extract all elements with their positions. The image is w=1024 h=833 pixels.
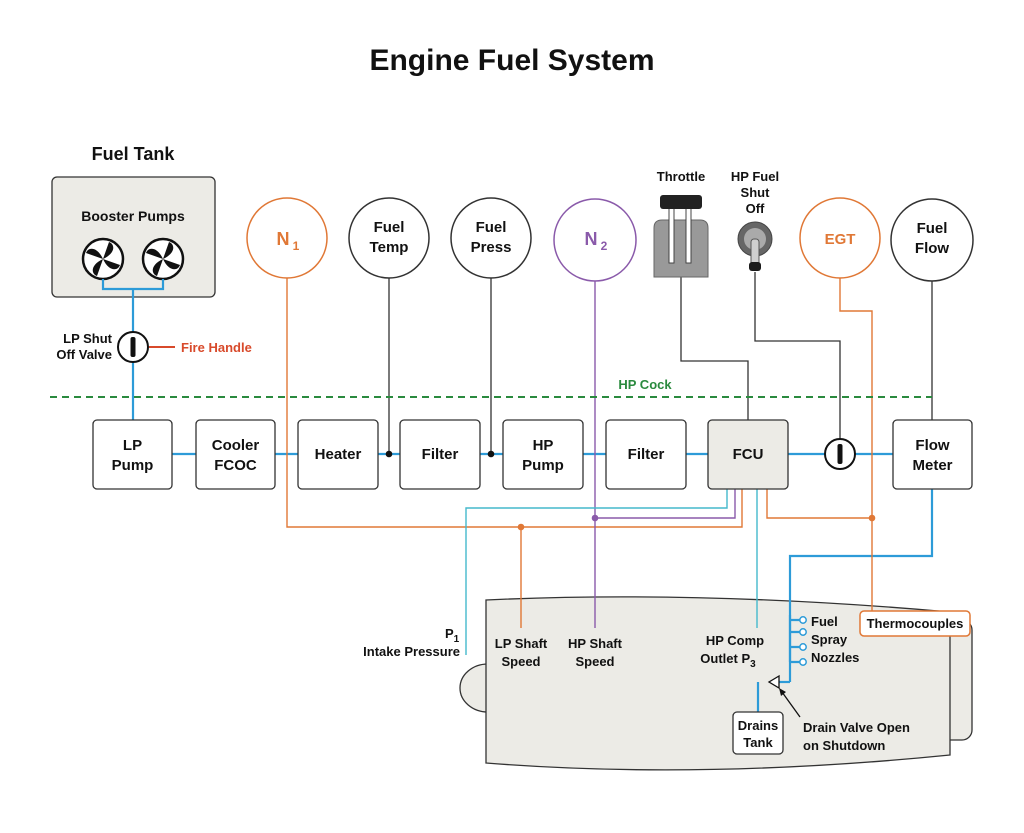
gauge-n2: N 2 [553,198,637,282]
nozzles-label-2: Spray [811,632,848,647]
thermocouples-label: Thermocouples [867,616,964,631]
drain-valve-pointer [781,691,801,718]
gauge-label: Fuel [374,219,405,236]
gauge-label: N [585,229,598,249]
lp-shutoff-label-1: LP Shut [63,331,113,346]
arrow-head-icon [779,688,786,696]
component-filter-1: Filter [399,419,481,490]
nozzle-dot [799,616,807,624]
component-label: Flow [915,437,949,454]
gauge-fuel-temp: Fuel Temp [348,197,430,279]
toggle-switch-icon [737,221,773,271]
component-label: Meter [912,457,952,474]
lp-shaft-speed-label-2: Speed [501,654,540,669]
junction-dot [385,450,393,458]
lp-shutoff-label-2: Off Valve [56,347,112,362]
hp-shutoff-label-1: HP Fuel [731,169,779,184]
nozzle-dot [799,658,807,666]
drain-valve-label-1: Drain Valve Open [803,720,910,735]
component-label: Filter [628,446,665,463]
gauge-label: EGT [825,231,856,248]
fuel-tank [51,176,216,298]
gauge-label: Flow [915,240,949,257]
booster-pump-right-icon [141,237,185,281]
gauge-label: Fuel [917,220,948,237]
nozzles-label-1: Fuel [811,614,838,629]
drain-valve-label-2: on Shutdown [803,738,885,753]
throttle-label: Throttle [657,169,705,184]
component-label: Cooler [212,437,260,454]
component-label: Heater [315,446,362,463]
component-lp-pump: LP Pump [92,419,173,490]
drains-tank-label: Tank [743,735,773,750]
throttle-icon [653,195,709,278]
nozzle-dot [799,643,807,651]
hp-shaft-speed-label-1: HP Shaft [568,636,623,651]
fire-handle-label: Fire Handle [181,340,252,355]
gauge-fuel-flow: Fuel Flow [890,198,974,282]
valve-bar [130,337,136,357]
component-label: FCU [733,446,764,463]
hp-shaft-speed-label-2: Speed [575,654,614,669]
component-label: FCOC [214,457,257,474]
component-cooler-fcoc: Cooler FCOC [195,419,276,490]
nozzle-dot [799,628,807,636]
thermocouples-box: Thermocouples [859,610,971,637]
booster-pump-left-icon [81,237,125,281]
gauge-label-sub: 1 [293,239,300,253]
junction-dot [591,514,599,522]
gauge-label: Fuel [476,219,507,236]
booster-pumps-label: Booster Pumps [81,208,185,224]
page-title: Engine Fuel System [369,44,654,77]
component-label: Pump [112,457,154,474]
component-fcu: FCU [707,419,789,490]
drains-tank-box: Drains Tank [732,711,784,755]
gauge-label: Press [471,239,512,256]
drain-valve-icon [767,674,780,690]
p1-label: P1 [445,626,460,645]
component-label: HP [533,437,554,454]
hp-shutoff-label-3: Off [746,201,765,216]
junction-dot [868,514,876,522]
component-hp-pump: HP Pump [502,419,584,490]
gauge-egt: EGT [799,197,881,279]
component-filter-2: Filter [605,419,687,490]
gauge-n1: N 1 [246,197,328,279]
valve-bar [837,444,843,464]
hp-shutoff-label-2: Shut [741,185,771,200]
component-label: Filter [422,446,459,463]
gauge-label: Temp [370,239,409,256]
junction-dot [487,450,495,458]
nozzles-label-3: Nozzles [811,650,859,665]
component-label: LP [123,437,142,454]
intake-pressure-label: Intake Pressure [363,644,460,659]
component-label: Pump [522,457,564,474]
junction-dot [517,523,525,531]
gauge-label-sub: 2 [601,239,608,253]
hp-comp-label-1: HP Comp [706,633,764,648]
hp-cock-label: HP Cock [618,377,672,392]
gauge-label: N [277,229,290,249]
component-heater: Heater [297,419,379,490]
drains-tank-label: Drains [738,718,778,733]
component-flow-meter: Flow Meter [892,419,973,490]
gauge-fuel-press: Fuel Press [450,197,532,279]
fuel-tank-title: Fuel Tank [92,144,176,164]
lp-shaft-speed-label-1: LP Shaft [495,636,548,651]
hp-comp-label-2: Outlet P3 [700,651,756,670]
engine-body [459,596,973,771]
